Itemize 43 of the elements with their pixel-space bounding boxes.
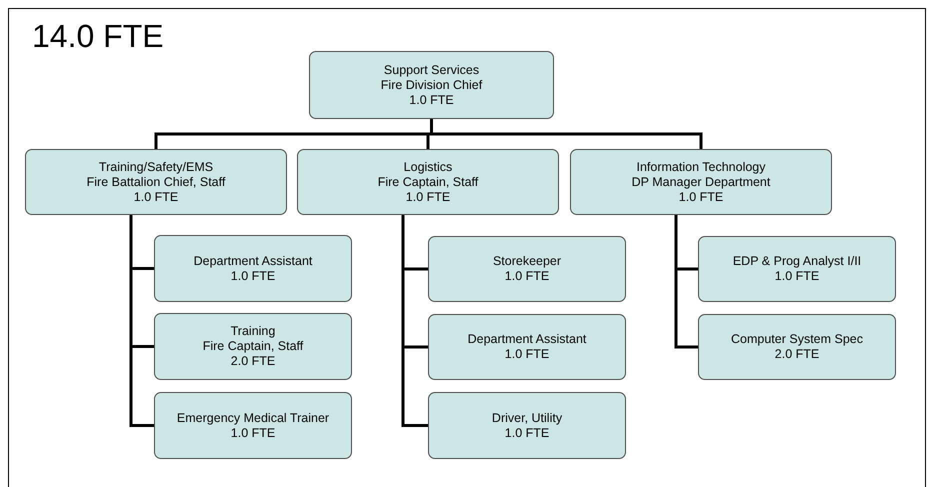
- org-box: [297, 149, 559, 215]
- box-text: Storekeeper: [492, 254, 562, 269]
- box-text: 1.0 FTE: [134, 190, 178, 204]
- box-text: Emergency Medical Trainer: [176, 410, 330, 426]
- box-text: Training: [230, 324, 276, 339]
- org-box: [428, 236, 626, 302]
- box-text: 1.0 FTE: [504, 347, 550, 362]
- title: 14.0 FTE: [32, 18, 164, 54]
- org-box: [428, 392, 626, 459]
- box-text: Department Assistant: [194, 254, 312, 268]
- org-box: [698, 236, 896, 302]
- org-box: [309, 51, 554, 119]
- org-box: [25, 149, 287, 215]
- box-text: Information Technology: [636, 160, 766, 174]
- box-text: Fire Captain, Staff: [202, 339, 304, 354]
- box-text: 2.0 FTE: [230, 354, 276, 369]
- org-box: [154, 392, 352, 459]
- box-text: 2.0 FTE: [774, 347, 820, 362]
- box-text: 1.0 FTE: [678, 190, 724, 204]
- org-box: [570, 149, 832, 215]
- box-text: EDP & Prog Analyst I/II: [732, 254, 862, 269]
- box-text: 1.0 FTE: [406, 190, 450, 204]
- box-text: Fire Captain, Staff: [378, 174, 478, 190]
- box-text: 1.0 FTE: [504, 269, 550, 284]
- box-text: Logistics: [404, 160, 452, 174]
- box-text: Training/Safety/EMS: [98, 160, 214, 174]
- org-box: [428, 314, 626, 380]
- box-text: 1.0 FTE: [230, 268, 276, 284]
- box-text: Support Services: [384, 62, 480, 78]
- box-text: 1.0 FTE: [774, 269, 820, 284]
- box-text: DP Manager Department: [632, 174, 770, 190]
- org-box: [154, 313, 352, 380]
- box-text: Fire Division Chief: [380, 78, 482, 92]
- org-box: [154, 235, 352, 302]
- box-text: 1.0 FTE: [409, 92, 454, 108]
- connector-line: [402, 215, 428, 427]
- box-text: Department Assistant: [468, 332, 586, 347]
- box-text: 1.0 FTE: [230, 426, 276, 440]
- box-text: 1.0 FTE: [504, 426, 550, 440]
- box-text: Computer System Spec: [731, 332, 863, 347]
- box-text: Driver, Utility: [492, 410, 562, 426]
- box-text: Fire Battalion Chief, Staff: [86, 174, 226, 190]
- org-box: [698, 314, 896, 380]
